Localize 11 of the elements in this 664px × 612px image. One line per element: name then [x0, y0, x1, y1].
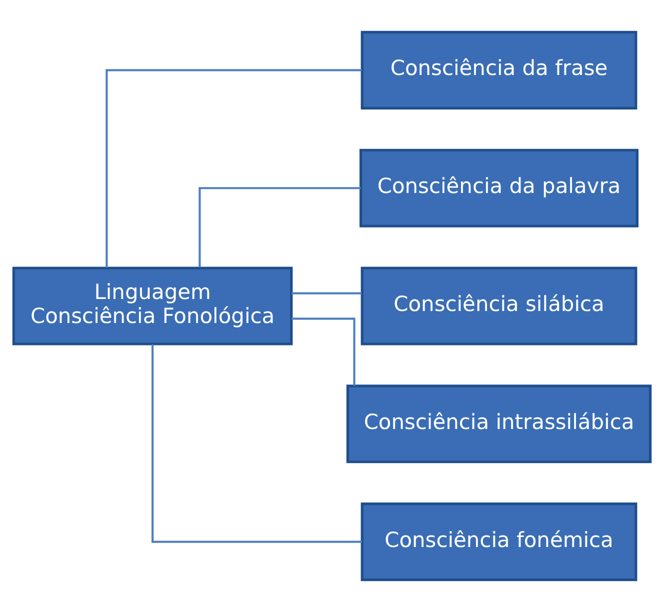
node-box: Consciência da palavra	[360, 148, 638, 228]
connector	[152, 344, 362, 543]
connector	[291, 292, 362, 294]
node-box: Consciência silábica	[360, 266, 638, 346]
connector	[106, 69, 362, 268]
connector	[292, 318, 356, 386]
node-box: Consciência da frase	[360, 30, 638, 110]
connector	[198, 187, 361, 268]
node-box: Consciência fonémica	[360, 502, 638, 582]
node-box: Linguagem Consciência Fonológica	[12, 266, 293, 346]
node-box: Consciência intrassilábica	[346, 384, 652, 464]
